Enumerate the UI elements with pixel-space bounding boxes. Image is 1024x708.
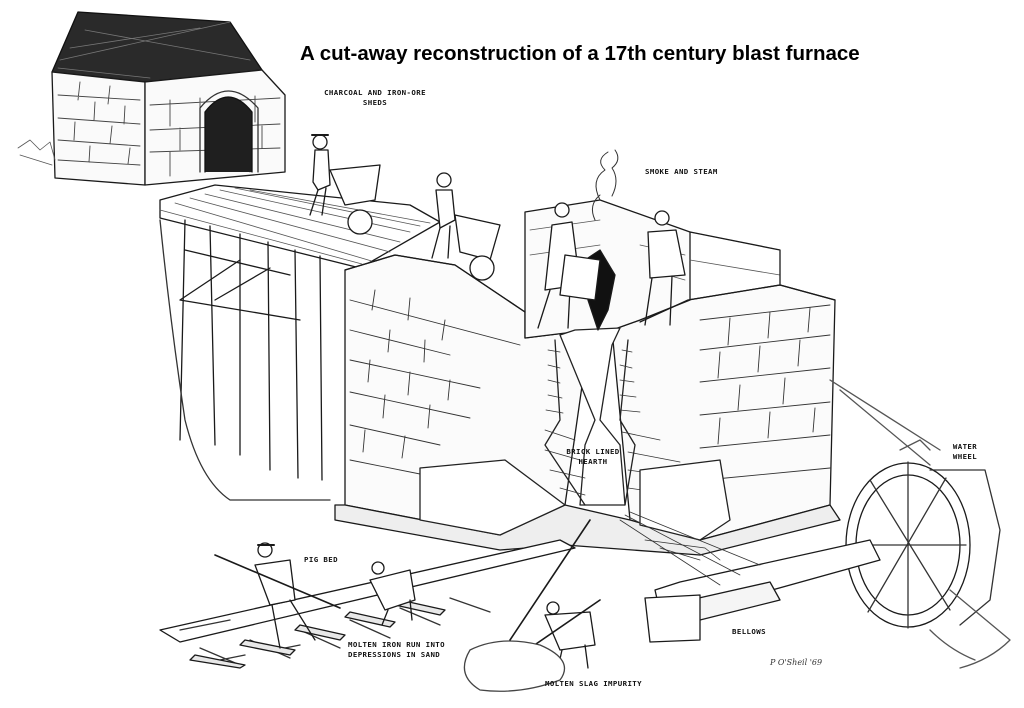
diagram-title: A cut-away reconstruction of a 17th cent… bbox=[300, 42, 860, 65]
label-water-wheel: WATER WHEEL bbox=[935, 442, 995, 462]
charging-bridge bbox=[159, 184, 441, 501]
label-molten-iron-line2: DEPRESSIONS IN SAND bbox=[348, 650, 441, 659]
charcoal-shed bbox=[17, 11, 286, 186]
artist-signature: P O'Sheil '69 bbox=[770, 658, 823, 667]
label-water-wheel-line2: WHEEL bbox=[952, 452, 978, 461]
label-sheds: CHARCOAL AND IRON-ORE SHEDS bbox=[300, 88, 450, 108]
label-hearth-line2: HEARTH bbox=[578, 457, 608, 466]
label-bellows: BELLOWS bbox=[732, 627, 766, 636]
label-pig-bed: PIG BED bbox=[304, 555, 338, 564]
label-molten-iron-line1: MOLTEN IRON RUN INTO bbox=[348, 640, 445, 649]
label-molten-iron: MOLTEN IRON RUN INTO DEPRESSIONS IN SAND bbox=[348, 640, 445, 660]
label-molten-slag: MOLTEN SLAG IMPURITY bbox=[545, 679, 642, 688]
bellows bbox=[619, 379, 941, 643]
label-smoke: SMOKE AND STEAM bbox=[645, 167, 718, 176]
furnace-stack bbox=[334, 149, 841, 556]
workers-on-bridge bbox=[309, 134, 501, 281]
label-water-wheel-line1: WATER bbox=[952, 442, 978, 451]
pig-bed bbox=[159, 519, 601, 692]
furnace-top-workers bbox=[537, 202, 686, 329]
label-sheds-line2: SHEDS bbox=[362, 98, 388, 107]
label-hearth-line1: BRICK LINED bbox=[566, 447, 620, 456]
label-hearth: BRICK LINED HEARTH bbox=[553, 447, 633, 467]
label-sheds-line1: CHARCOAL AND IRON-ORE bbox=[324, 88, 426, 97]
